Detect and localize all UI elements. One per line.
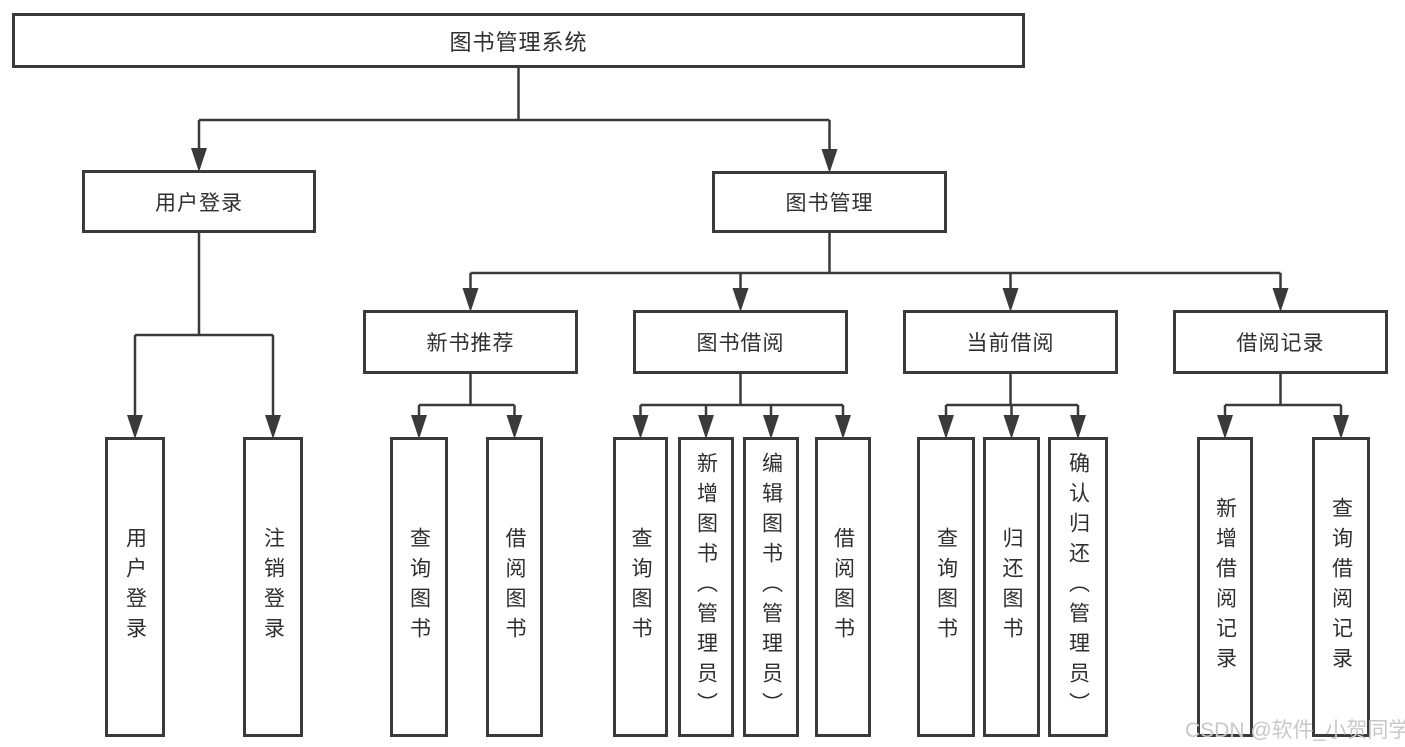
node-leaf-query-borrow-record: 查询借阅记录 xyxy=(1312,437,1370,737)
node-leaf-return-books: 归还图书 xyxy=(983,437,1040,737)
arrowhead-icon xyxy=(265,415,281,439)
node-label: 注销登录 xyxy=(261,527,285,647)
node-label: 图书管理 xyxy=(785,192,874,215)
arrowhead-icon xyxy=(1272,288,1289,312)
arrowhead-icon xyxy=(1003,415,1020,439)
watermark: CSDN @软件_小贺同学 xyxy=(1185,719,1405,742)
node-leaf-borrow-books-rec: 借阅图书 xyxy=(486,437,543,737)
node-leaf-logout: 注销登录 xyxy=(243,437,303,737)
arrowhead-icon xyxy=(763,415,779,439)
node-label: 用户登录 xyxy=(155,191,243,215)
node-label: 新书推荐 xyxy=(426,332,515,355)
arrowhead-icon xyxy=(1217,415,1233,439)
node-label: 用户登录 xyxy=(123,527,147,647)
node-label: 编辑图书（管理员） xyxy=(759,452,783,722)
arrowhead-icon xyxy=(732,288,749,312)
node-root: 图书管理系统 xyxy=(12,13,1025,68)
node-current-borrow: 当前借阅 xyxy=(903,310,1118,374)
arrowhead-icon xyxy=(506,415,523,439)
node-label: 图书借阅 xyxy=(696,332,785,355)
node-label: 借阅记录 xyxy=(1236,332,1325,355)
node-leaf-query-books-rec: 查询图书 xyxy=(390,437,448,737)
arrowhead-icon xyxy=(1070,415,1086,439)
node-borrow-records: 借阅记录 xyxy=(1173,310,1388,374)
node-leaf-confirm-return-admin: 确认归还（管理员） xyxy=(1048,437,1108,737)
arrowhead-icon xyxy=(821,149,838,173)
node-label: 查询图书 xyxy=(407,527,431,647)
node-new-book-rec: 新书推荐 xyxy=(363,310,578,374)
node-label: 当前借阅 xyxy=(966,332,1055,355)
node-label: 查询图书 xyxy=(934,527,958,647)
node-label: 归还图书 xyxy=(1000,527,1023,647)
node-user-login: 用户登录 xyxy=(82,170,316,233)
node-book-borrow: 图书借阅 xyxy=(633,310,848,374)
node-label: 确认归还（管理员） xyxy=(1066,452,1090,722)
node-label: 查询图书 xyxy=(629,527,652,647)
arrowhead-icon xyxy=(411,415,427,439)
node-leaf-query-books-borrow: 查询图书 xyxy=(613,437,668,737)
arrowhead-icon xyxy=(938,415,954,439)
arrowhead-icon xyxy=(632,415,649,439)
node-label: 图书管理系统 xyxy=(449,29,588,55)
arrowhead-icon xyxy=(835,415,851,439)
arrowhead-icon xyxy=(462,288,479,312)
node-leaf-borrow-books-borrow: 借阅图书 xyxy=(815,437,871,737)
node-leaf-add-book-admin: 新增图书（管理员） xyxy=(678,437,734,737)
node-book-mgmt: 图书管理 xyxy=(712,171,947,233)
node-leaf-edit-book-admin: 编辑图书（管理员） xyxy=(743,437,799,737)
node-leaf-user-login: 用户登录 xyxy=(105,437,165,737)
arrowhead-icon xyxy=(1002,288,1019,312)
arrowhead-icon xyxy=(698,415,714,439)
node-label: 查询借阅记录 xyxy=(1329,497,1353,677)
arrowhead-icon xyxy=(1333,415,1349,439)
node-label: 借阅图书 xyxy=(503,527,526,647)
node-leaf-query-books-current: 查询图书 xyxy=(917,437,975,737)
node-label: 新增图书（管理员） xyxy=(694,452,718,722)
node-label: 借阅图书 xyxy=(831,527,855,647)
arrowhead-icon xyxy=(191,148,207,172)
arrowhead-icon xyxy=(127,415,143,439)
node-leaf-add-borrow-record: 新增借阅记录 xyxy=(1197,437,1253,737)
node-label: 新增借阅记录 xyxy=(1213,497,1237,677)
